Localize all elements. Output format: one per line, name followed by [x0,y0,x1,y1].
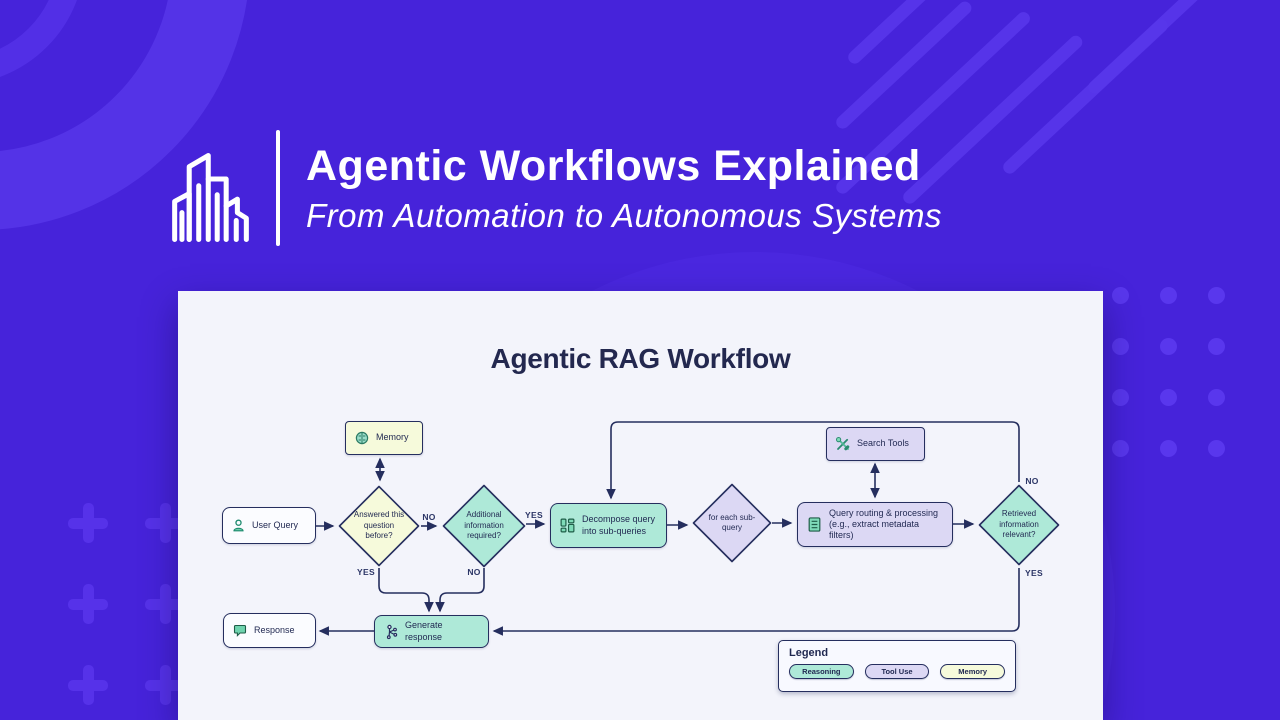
legend-title: Legend [789,647,829,659]
edge-label-retrieved-yes: YES [1025,568,1043,578]
user-icon [233,519,244,532]
node-label: Search Tools [857,438,909,449]
page-subtitle: From Automation to Autonomous Systems [306,197,942,235]
node-user-query: User Query [222,507,316,544]
tools-icon [836,437,850,451]
node-label: Decompose query into sub-queries [582,514,656,536]
node-label: Response [254,624,295,635]
dot-grid-decoration [1112,287,1256,491]
speech-bubble-icon [233,624,247,637]
header-text: Agentic Workflows Explained From Automat… [306,141,942,236]
node-for-each-subquery: for each sub-query [692,483,772,563]
node-label: Answered this question before? [353,510,405,541]
legend-items: Reasoning Tool Use Memory [789,664,1006,679]
node-additional-info: Additional information required? [442,484,526,568]
node-label: for each sub-query [708,512,756,532]
edge-label-additional-yes: YES [525,510,543,520]
edge-label-answered-no: NO [422,512,436,522]
node-search-tools: Search Tools [826,427,925,461]
network-icon [386,624,398,639]
node-label: Generate response [405,620,443,642]
header-divider [276,130,280,246]
edge-label-answered-yes: YES [357,567,375,577]
node-decompose: Decompose query into sub-queries [550,503,667,548]
node-label: Retrieved information relevant? [999,509,1039,540]
legend-item-reasoning: Reasoning [789,664,854,679]
node-answered-before: Answered this question before? [338,485,420,567]
legend-item-memory: Memory [940,664,1006,679]
header: Agentic Workflows Explained From Automat… [163,130,942,246]
node-retrieved-relevant: Retrieved information relevant? [978,484,1060,566]
node-query-routing: Query routing & processing (e.g., extrac… [797,502,953,547]
legend-item-tool-use: Tool Use [864,664,930,679]
node-memory: Memory [345,421,423,455]
node-generate-response: Generate response [374,615,489,648]
document-icon [808,517,821,532]
node-response: Response [223,613,316,648]
node-label: Query routing & processing (e.g., extrac… [829,507,939,541]
flowchart-card: Agentic RAG Workflow [178,291,1103,720]
node-label: User Query [252,519,299,530]
legend: Legend Reasoning Tool Use Memory [778,640,1016,692]
buildings-icon [172,153,249,243]
ring-decoration-small [0,0,85,85]
grid-icon [560,518,575,533]
page-title: Agentic Workflows Explained [306,141,921,190]
node-label: Additional information required? [464,510,504,541]
flowchart: NO YES NO YES NO YES User Query Memory [178,291,1103,720]
node-label: Memory [376,432,409,443]
brain-icon [355,431,369,445]
edge-label-additional-no: NO [467,567,481,577]
